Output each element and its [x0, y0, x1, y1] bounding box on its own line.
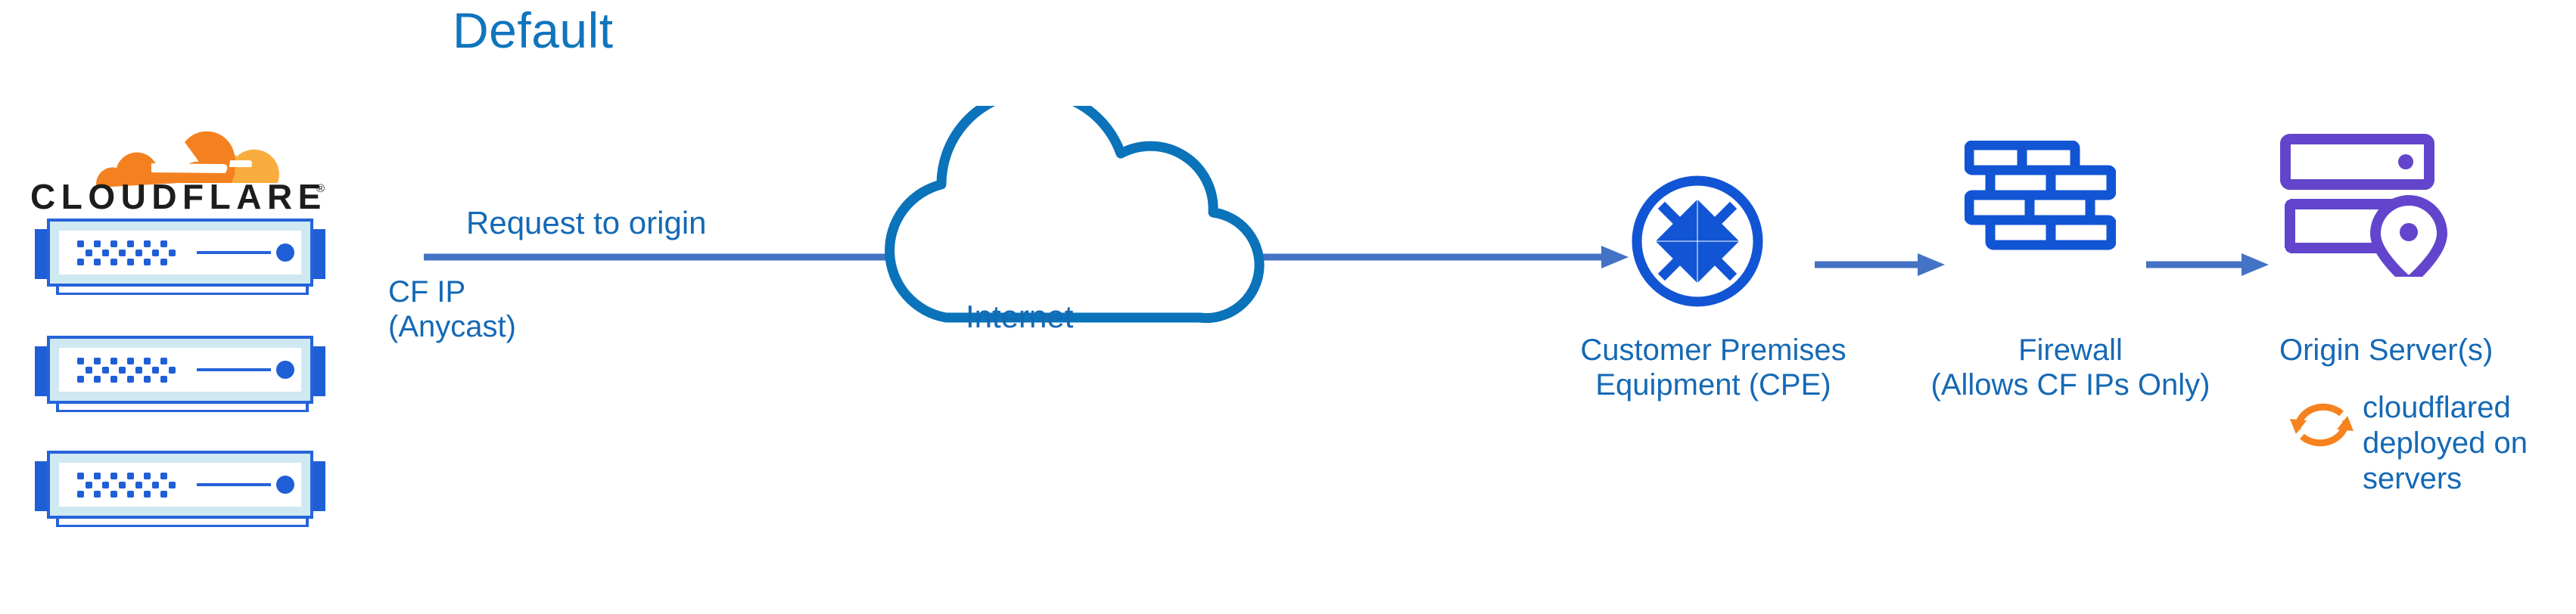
label-customer-premises-equipment: Customer Premises Equipment (CPE) — [1580, 333, 1846, 402]
router-four-arrows-icon — [1629, 172, 1766, 314]
cloudflare-logo: CLOUDFLARE ® — [30, 113, 333, 212]
arrow-firewall-to-origin — [2146, 250, 2275, 280]
arrow-cpe-to-firewall — [1815, 250, 1951, 280]
cloudflare-wordmark: CLOUDFLARE ® — [30, 177, 327, 212]
brick-wall-icon — [1964, 140, 2117, 258]
label-firewall: Firewall (Allows CF IPs Only) — [1930, 333, 2210, 402]
cloudflare-edge-server-1 — [21, 216, 339, 295]
label-internet: Internet — [966, 299, 1074, 334]
sync-refresh-arrows-icon — [2287, 390, 2357, 464]
svg-text:CLOUDFLARE: CLOUDFLARE — [30, 177, 327, 212]
server-rack-location-pin-icon — [2279, 133, 2469, 287]
rack-vent-dots — [77, 358, 176, 383]
label-cf-ip-anycast: CF IP (Anycast) — [388, 275, 516, 343]
page-title: Default — [453, 2, 614, 58]
label-origin-servers: Origin Server(s) — [2279, 333, 2494, 367]
rack-vent-dots — [77, 473, 176, 498]
rack-vent-dots — [77, 240, 176, 265]
svg-text:®: ® — [316, 182, 325, 195]
cloudflare-cloud-icon — [96, 131, 280, 188]
label-cloudflared-deployed: cloudflared deployed on servers — [2363, 391, 2528, 495]
cloudflare-edge-server-2 — [21, 333, 339, 412]
internet-cloud-icon — [848, 87, 1286, 329]
label-request-to-origin: Request to origin — [466, 205, 707, 240]
cloudflare-edge-server-3 — [21, 448, 339, 527]
